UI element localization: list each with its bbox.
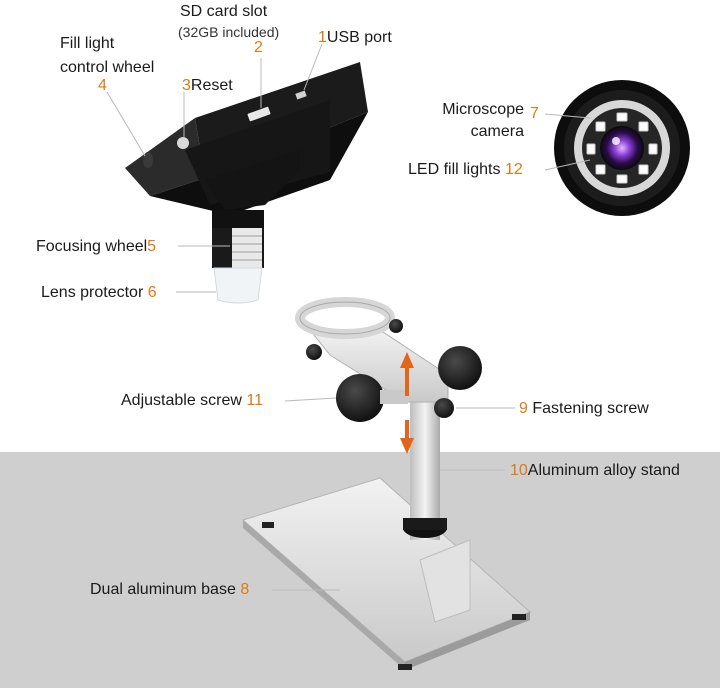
sd-card-slot-label: SD card slot bbox=[180, 3, 268, 20]
callout-number-7: 7 bbox=[530, 105, 539, 122]
aluminum-stand bbox=[241, 297, 531, 670]
fill-light-label-line1: Fill light bbox=[60, 35, 115, 52]
reset-label: 3Reset bbox=[182, 77, 233, 94]
microscope-device bbox=[125, 62, 368, 304]
callout-number-2: 2 bbox=[254, 39, 263, 56]
led-fill-lights-label: LED fill lights 12 bbox=[408, 161, 523, 178]
callout-number-4: 4 bbox=[98, 77, 107, 94]
dual-aluminum-base-label: Dual aluminum base 8 bbox=[90, 581, 250, 598]
callout-number-12: 12 bbox=[504, 161, 523, 178]
callout-number-11: 11 bbox=[246, 392, 264, 409]
callout-number-9: 9 bbox=[519, 400, 528, 417]
callout-number-8: 8 bbox=[240, 581, 250, 598]
leader-lines bbox=[106, 43, 591, 591]
focusing-wheel-label: Focusing wheel5 bbox=[36, 238, 157, 255]
callout-number-3: 3 bbox=[182, 77, 191, 94]
usb-port-label: 1USB port bbox=[318, 29, 392, 46]
callout-number-6: 6 bbox=[147, 284, 157, 301]
camera-lens-closeup bbox=[554, 80, 690, 216]
callout-number-5: 5 bbox=[147, 238, 157, 255]
microscope-camera-label-line1: Microscope bbox=[442, 101, 524, 118]
fastening-screw-label: 9 Fastening screw bbox=[519, 400, 649, 417]
adjustable-screw-label: Adjustable screw 11 bbox=[121, 392, 264, 409]
microscope-camera-label-line2: camera bbox=[470, 123, 524, 140]
lens-protector-label: Lens protector 6 bbox=[41, 284, 157, 301]
up-down-arrow-icon bbox=[400, 352, 414, 454]
callout-number-10: 10 bbox=[510, 462, 528, 479]
sd-card-capacity-note: (32GB included) bbox=[178, 24, 280, 40]
fill-light-label-line2: control wheel bbox=[60, 59, 155, 76]
aluminum-alloy-stand-label: 10Aluminum alloy stand bbox=[510, 462, 680, 479]
callout-number-1: 1 bbox=[318, 29, 327, 46]
